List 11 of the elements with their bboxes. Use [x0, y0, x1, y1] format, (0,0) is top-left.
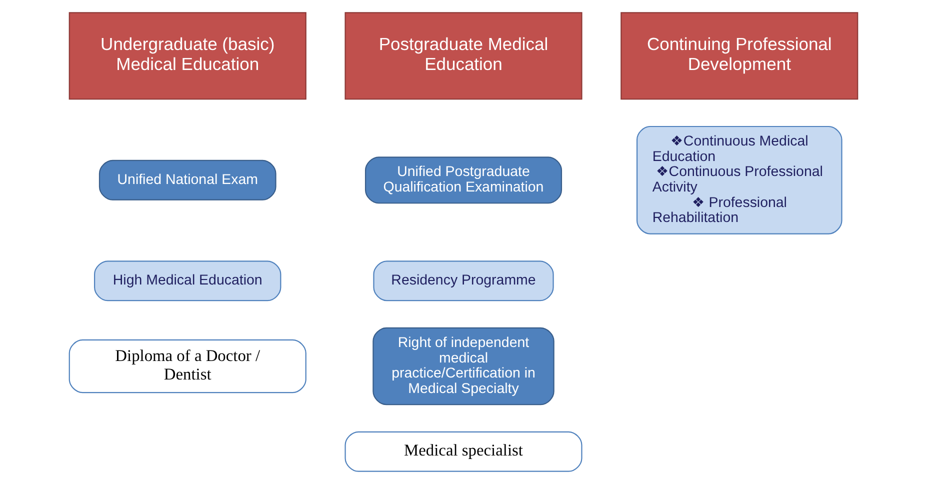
node-box: ❖Continuous Medical Education ❖Continuous Professional Activity ❖ Professional Rehabilitation — [636, 126, 842, 234]
node-box: Medical specialist — [344, 431, 582, 472]
node-box: High Medical Education — [94, 260, 282, 302]
node-box: Postgraduate Medical Education — [344, 12, 582, 100]
node-box: Right of independent medical practice/Certification in Medical Specialty — [372, 327, 554, 406]
node-box: Undergraduate (basic) Medical Education — [68, 12, 306, 100]
node-box: Continuing Professional Development — [620, 12, 858, 100]
node-box: Residency Programme — [373, 260, 554, 302]
node-box: Unified Postgraduate Qualification Examination — [364, 156, 562, 204]
node-box: Diploma of a Doctor / Dentist — [68, 339, 306, 394]
node-box: Unified National Exam — [98, 160, 276, 200]
